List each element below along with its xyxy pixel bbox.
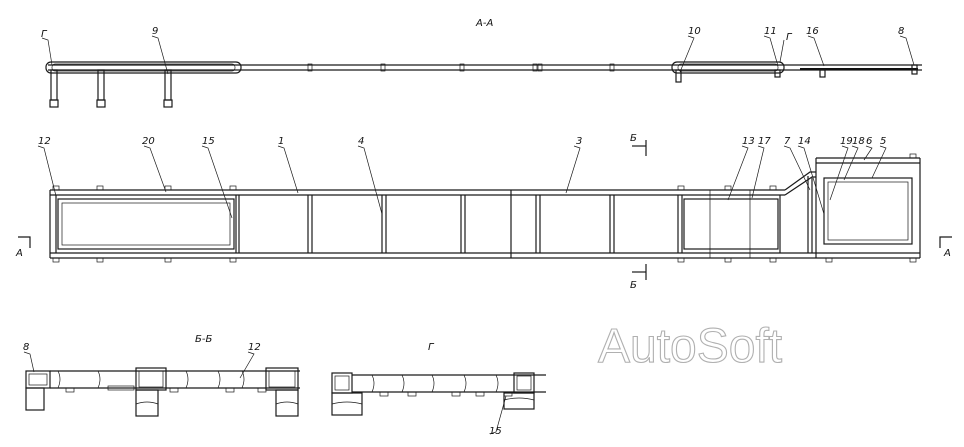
bracket-left-2 bbox=[96, 69, 106, 108]
section-a-a-view: А-А bbox=[41, 18, 922, 108]
bracket-left-1 bbox=[49, 69, 59, 108]
label-12-plan: 12 bbox=[38, 136, 51, 147]
bracket-left-3 bbox=[163, 69, 173, 108]
cut-a-left: А bbox=[15, 248, 23, 259]
label-15-plan: 15 bbox=[202, 136, 215, 147]
cut-a-right: А bbox=[943, 248, 951, 259]
label-16: 16 bbox=[806, 26, 819, 37]
label-19: 19 bbox=[840, 136, 853, 147]
label-5: 5 bbox=[880, 136, 886, 147]
label-14: 14 bbox=[798, 136, 811, 147]
plan-view: А А Б Б 12 20 15 1 4 3 13 17 7 14 19 18 … bbox=[15, 133, 952, 291]
label-6: 6 bbox=[866, 136, 872, 147]
detail-g-view: Г 15 bbox=[331, 342, 546, 437]
label-7: 7 bbox=[784, 136, 791, 147]
label-12-bottom: 12 bbox=[248, 342, 261, 353]
label-4: 4 bbox=[358, 136, 364, 147]
label-3: 3 bbox=[576, 136, 582, 147]
label-18: 18 bbox=[852, 136, 865, 147]
label-11: 11 bbox=[764, 26, 777, 37]
label-8-top: 8 bbox=[898, 26, 904, 37]
label-13: 13 bbox=[742, 136, 755, 147]
label-8-bottom: 8 bbox=[23, 342, 29, 353]
cut-b-top: Б bbox=[630, 133, 637, 144]
label-17: 17 bbox=[758, 136, 771, 147]
label-20: 20 bbox=[142, 136, 155, 147]
cut-b-bottom: Б bbox=[630, 280, 637, 291]
section-b-b-title: Б-Б bbox=[195, 334, 212, 345]
detail-g-outline bbox=[45, 61, 242, 74]
label-10: 10 bbox=[688, 26, 701, 37]
section-a-a-title: А-А bbox=[475, 18, 493, 29]
label-1: 1 bbox=[278, 136, 284, 147]
label-g-top: Г bbox=[41, 29, 48, 40]
label-g-right: Г bbox=[786, 32, 793, 43]
section-b-b-view: Б-Б 8 12 bbox=[23, 334, 300, 417]
label-15-detail: 15 bbox=[489, 426, 502, 437]
detail-g-title: Г bbox=[428, 342, 435, 353]
label-9: 9 bbox=[152, 26, 158, 37]
watermark-text: AutoSoft bbox=[598, 320, 782, 373]
